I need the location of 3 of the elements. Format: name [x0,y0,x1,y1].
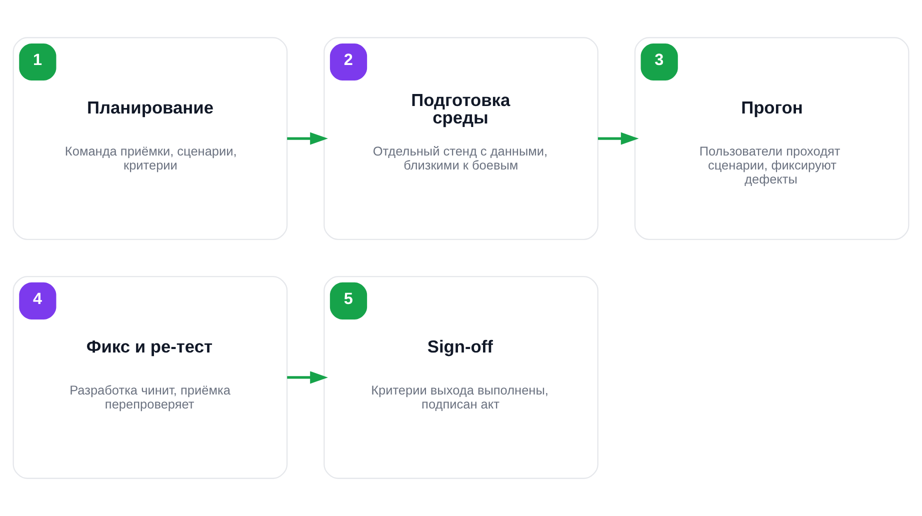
arrow [287,132,328,145]
arrow [598,132,639,145]
arrow [287,371,328,384]
